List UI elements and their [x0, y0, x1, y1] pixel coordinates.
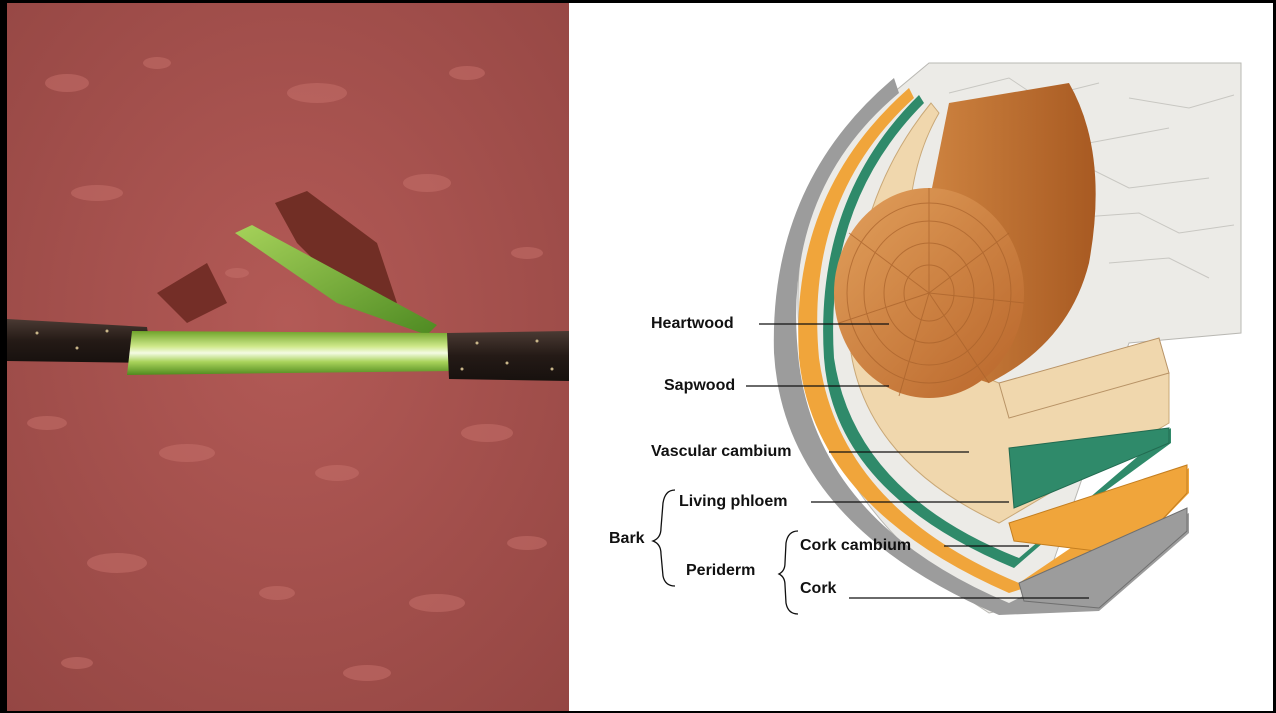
- girdled-twig-photo: [7, 3, 569, 711]
- label-bark: Bark: [609, 530, 645, 548]
- label-living-phloem: Living phloem: [679, 493, 787, 511]
- girdled-section: [127, 331, 452, 375]
- girdled-twig-photo-art: [7, 3, 569, 711]
- label-sapwood: Sapwood: [664, 377, 735, 395]
- periderm-brace: [779, 531, 798, 614]
- label-cork: Cork: [800, 580, 836, 598]
- bark-brace: [653, 490, 675, 586]
- label-heartwood: Heartwood: [651, 315, 734, 333]
- label-cork-cambium: Cork cambium: [800, 537, 911, 555]
- stem-cross-section-diagram: Heartwood Sapwood Vascular cambium Livin…: [569, 3, 1273, 711]
- stem-cross-section-art: [569, 3, 1273, 711]
- twig-right: [447, 331, 569, 381]
- label-periderm: Periderm: [686, 562, 755, 580]
- label-vascular-cambium: Vascular cambium: [651, 443, 792, 461]
